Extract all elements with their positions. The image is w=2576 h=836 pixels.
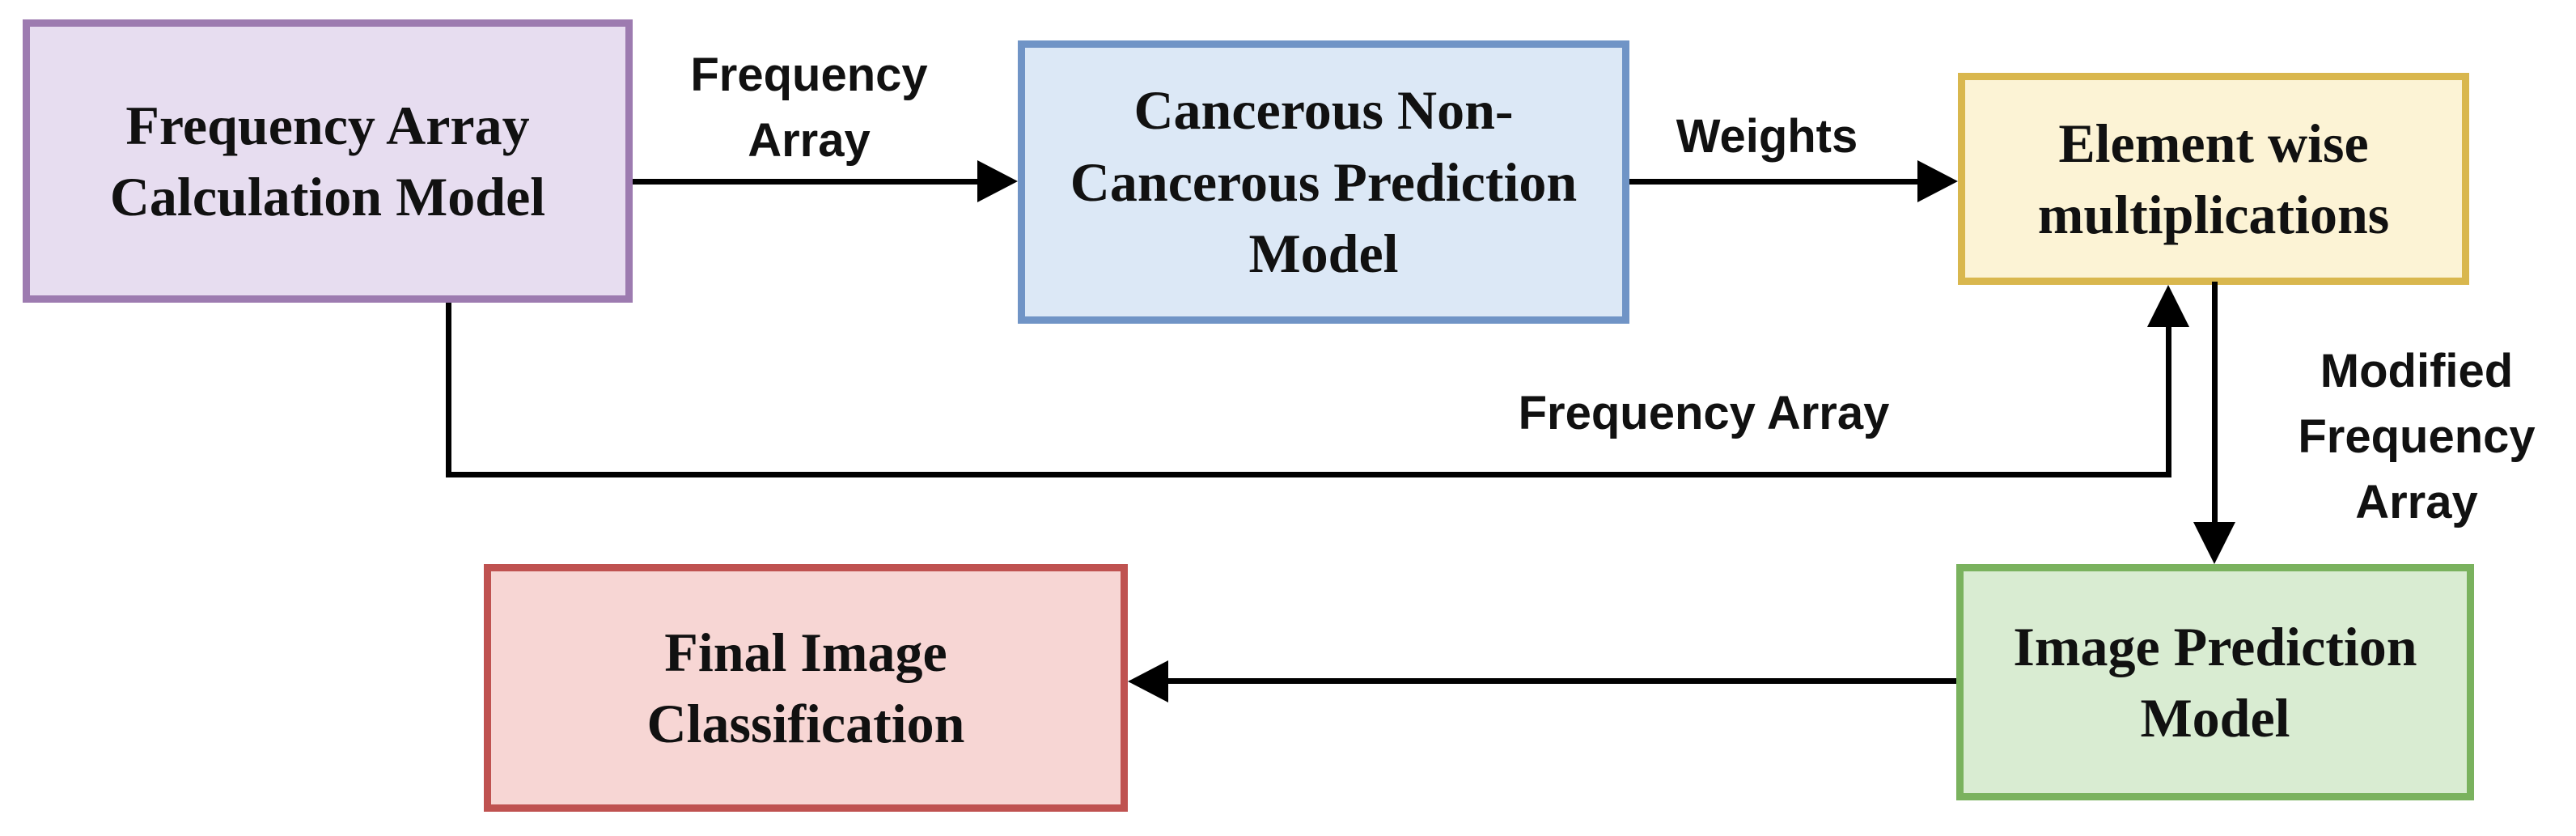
edge-freq-calc-to-cancer-pred-line <box>633 179 982 185</box>
arrowhead-down-icon <box>2193 522 2235 564</box>
edge-label-frequency-array: Frequency Array <box>690 49 928 168</box>
edge-image-pred-to-final-class-line <box>1167 678 1956 684</box>
edge-label-modified-frequency-array: Modified Frequency Array <box>2298 345 2536 529</box>
edge-elem-mult-to-image-pred-line <box>2212 282 2218 524</box>
arrowhead-left-icon <box>1128 660 1168 702</box>
edge-label-frequency-array-feedback: Frequency Array <box>1518 387 1890 439</box>
node-frequency-array-calculation-model: Frequency Array Calculation Model <box>23 19 633 303</box>
edge-cancer-pred-to-elem-mult-line <box>1629 179 1922 185</box>
node-label: Final Image Classification <box>646 621 965 754</box>
arrowhead-right-icon <box>977 160 1018 202</box>
arrowhead-right-icon <box>1917 160 1958 202</box>
node-element-wise-multiplications: Element wise multiplications <box>1958 73 2469 285</box>
arrowhead-up-icon <box>2147 285 2189 327</box>
node-label: Cancerous Non-Cancerous Prediction Model <box>1070 79 1578 285</box>
node-final-image-classification: Final Image Classification <box>484 564 1128 812</box>
edge-feedback-segment-down <box>446 303 451 477</box>
node-cancerous-non-cancerous-prediction-model: Cancerous Non-Cancerous Prediction Model <box>1018 40 1629 324</box>
edge-label-weights: Weights <box>1676 110 1858 163</box>
node-image-prediction-model: Image Prediction Model <box>1956 564 2474 800</box>
edge-feedback-segment-up <box>2166 325 2171 477</box>
node-label: Image Prediction Model <box>2013 615 2417 749</box>
edge-feedback-segment-horizontal <box>446 472 2171 477</box>
node-label: Element wise multiplications <box>2037 112 2390 245</box>
node-label: Frequency Array Calculation Model <box>109 94 546 227</box>
